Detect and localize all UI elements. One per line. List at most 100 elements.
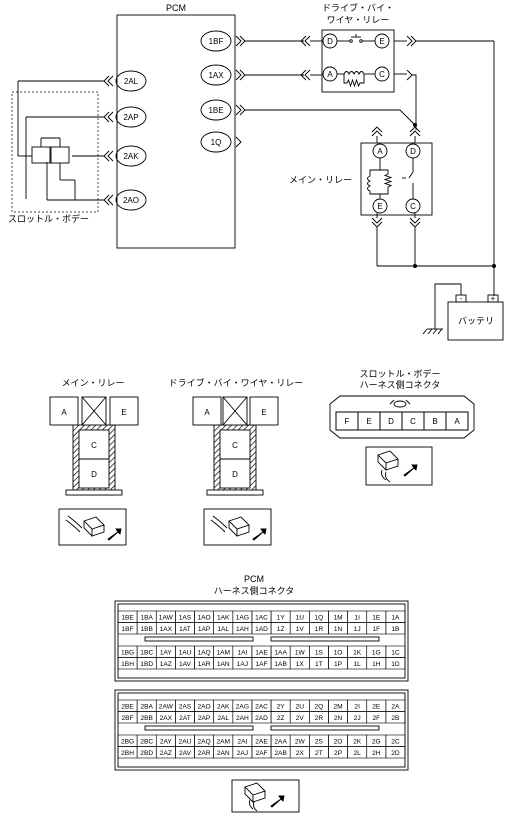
pcm-cell-label: 1BC <box>140 650 153 657</box>
pcm-connector-block-1 <box>114 600 409 682</box>
pcm-cell-label: 2AN <box>217 750 230 757</box>
pcm-cell-label: 1AA <box>274 650 287 657</box>
pcm-cell <box>385 657 406 670</box>
pcm-cell-label: 1BB <box>140 626 153 633</box>
relay-pin-label: D <box>232 470 238 479</box>
pcm-cell-label: 1D <box>391 661 400 668</box>
pcm-cell-label: 1AB <box>274 661 287 668</box>
pcm-cell-label: 1AI <box>237 650 247 657</box>
pcm-cell-label: 2X <box>296 750 305 757</box>
pcm-cell-label: 2BB <box>140 715 153 722</box>
pcm-pin-1q <box>200 131 232 153</box>
battery-box <box>447 301 504 341</box>
throttle-pin-label: C <box>410 417 416 426</box>
pcm-cell-label: 1O <box>334 650 343 657</box>
pcm-cell-label: 2H <box>372 750 381 757</box>
pcm-cell-label: 1AV <box>179 661 192 668</box>
pcm-cell-label: 2AI <box>237 739 247 746</box>
pcm-connector-title: ハーネス側コネクタ <box>214 585 295 596</box>
pcm-cell-label: 2AV <box>179 750 192 757</box>
pcm-cell-label: 2AH <box>236 715 249 722</box>
pcm-pin-1ax <box>200 64 232 86</box>
pcm-cell-label: 1AG <box>236 615 249 622</box>
pcm-cell-label: 1P <box>334 661 343 668</box>
pcm-pin-1be <box>200 99 232 121</box>
pcm-pin-label: 1BE <box>208 106 223 115</box>
main-relay-title: メイン・リレー <box>289 175 352 185</box>
drive-relay-connector <box>192 396 279 496</box>
throttle-pin-cell <box>445 411 469 431</box>
pcm-cell <box>385 711 406 724</box>
pcm-cell-label: 2AW <box>159 704 174 711</box>
main-relay-box <box>360 142 433 216</box>
pcm-pin-2ak <box>115 145 147 167</box>
pcm-cell-label: 2AU <box>179 739 192 746</box>
pcm-cell-label: 1AE <box>255 650 268 657</box>
drive-relay-title: ワイヤ・リレー <box>327 15 390 25</box>
pcm-cell-label: 1A <box>391 615 400 622</box>
pcm-cell-label: 2B <box>391 715 400 722</box>
pcm-cell-label: 1L <box>353 661 361 668</box>
pcm-box <box>116 14 236 249</box>
pcm-cell-label: 1T <box>315 661 323 668</box>
pcm-cell-label: 2BC <box>140 739 153 746</box>
pcm-cell-label: 1AS <box>179 615 192 622</box>
pcm-cell-label: 1BG <box>121 650 134 657</box>
harness-plug-icon <box>203 508 272 546</box>
pcm-cell-label: 2O <box>334 739 343 746</box>
pcm-cell-label: 1R <box>315 626 324 633</box>
pcm-cell-label: 1H <box>372 661 381 668</box>
throttle-pin-label: A <box>454 417 460 426</box>
pcm-cell-label: 2AF <box>255 750 267 757</box>
pcm-pin-label: 1AX <box>208 71 224 80</box>
throttle-body-label: スロットル・ボデー <box>8 213 89 224</box>
relay-pin-label: C <box>232 441 238 450</box>
pcm-cell-label: 1U <box>296 615 305 622</box>
pcm-cell-label: 1X <box>296 661 305 668</box>
pcm-cell-label: 2C <box>391 739 400 746</box>
battery-label: バッテリ <box>458 316 494 326</box>
pcm-cell-label: 2AZ <box>160 750 172 757</box>
pcm-cell-label: 2A <box>391 704 400 711</box>
pcm-cell-label: 2I <box>354 704 360 711</box>
pcm-cell-label: 2U <box>296 704 305 711</box>
throttle-connector-title: スロットル・ボデー <box>359 368 440 379</box>
pcm-pin-label: 2AO <box>123 196 139 205</box>
pcm-cell-label: 1B <box>391 626 400 633</box>
pcm-cell-label: 1Y <box>277 615 286 622</box>
pcm-cell-label: 1V <box>296 626 305 633</box>
pcm-cell-label: 1AY <box>160 650 173 657</box>
pcm-cell-label: 1Q <box>315 615 324 622</box>
relay-pin-label: A <box>61 408 67 417</box>
pcm-cell-label: 2J <box>354 715 361 722</box>
pcm-cell-label: 2AX <box>160 715 173 722</box>
pcm-cell-label: 1AJ <box>237 661 248 668</box>
pcm-cell-label: 1BE <box>121 615 134 622</box>
pcm-cell-label: 1BD <box>140 661 153 668</box>
pcm-cell-label: 1BF <box>122 626 134 633</box>
pcm-cell-label: 2E <box>372 704 381 711</box>
pcm-pin-label: 2AL <box>124 77 139 86</box>
pcm-cell-label: 1J <box>354 626 361 633</box>
pcm-cell-label: 2N <box>334 715 343 722</box>
drive-relay-connector-title: ドライブ・バイ・ワイヤ・リレー <box>169 377 304 388</box>
harness-plug-icon <box>58 508 127 546</box>
main-relay-connector <box>49 396 139 496</box>
pcm-cell-label: 1AU <box>179 650 192 657</box>
pcm-cell-label: 2F <box>372 715 380 722</box>
pcm-cell-label: 2R <box>315 715 324 722</box>
pcm-cell-label: 1Z <box>277 626 285 633</box>
pcm-cell-label: 2T <box>315 750 323 757</box>
throttle-pin-label: B <box>432 417 437 426</box>
pcm-cell-label: 2Z <box>277 715 285 722</box>
pcm-cell-label: 2AQ <box>197 739 210 746</box>
main-relay-connector-title: メイン・リレー <box>61 378 124 388</box>
throttle-connector-title: ハーネス側コネクタ <box>360 379 441 390</box>
pcm-cell-label: 2V <box>296 715 305 722</box>
pcm-cell-label: 1AT <box>179 626 191 633</box>
harness-plug-icon <box>365 446 433 486</box>
pcm-pin-2al <box>115 70 147 92</box>
relay-pin-label: E <box>121 408 126 417</box>
pcm-cell-label: 1AN <box>217 661 230 668</box>
throttle-body-symbol <box>31 146 51 164</box>
